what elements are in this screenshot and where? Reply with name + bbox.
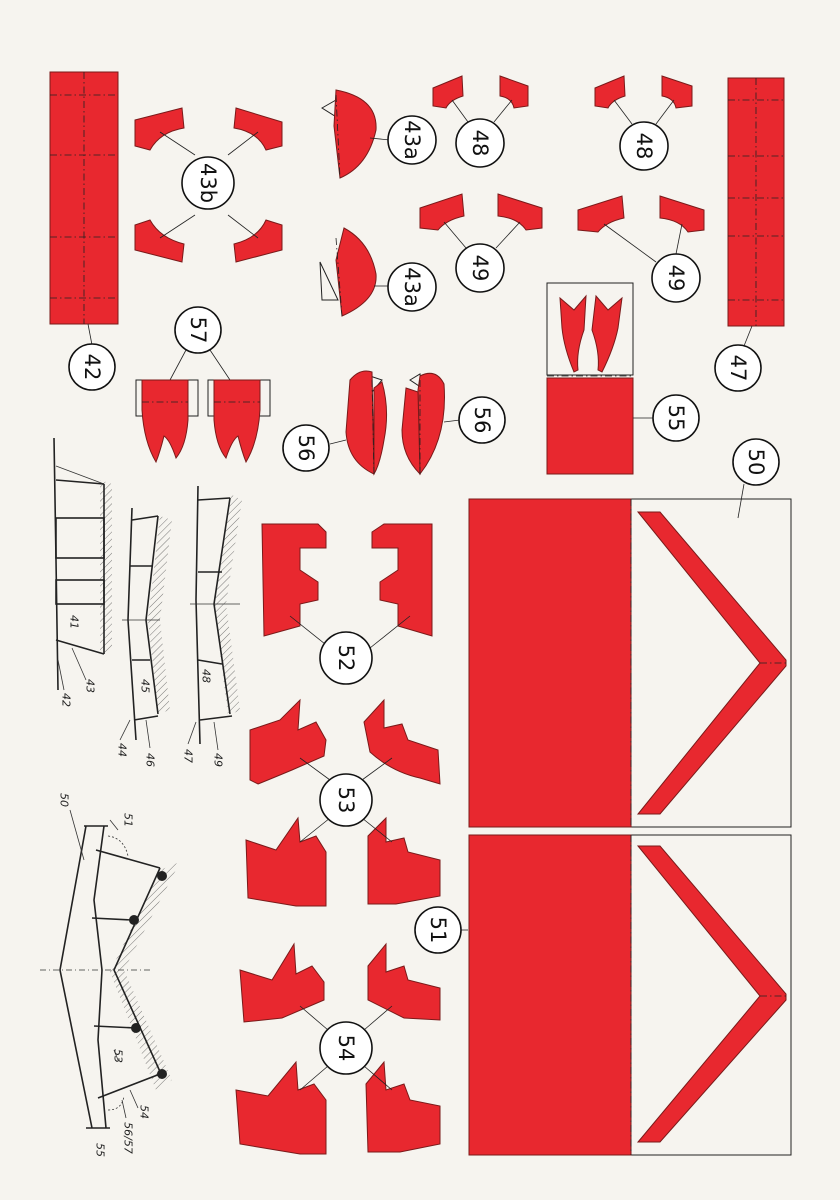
- callout-43a-top: 43a: [387, 115, 437, 165]
- diagram-label-53: 53: [112, 1049, 125, 1063]
- callout-53: 53: [319, 773, 373, 827]
- callout-57: 57: [174, 306, 222, 354]
- part-52-pieces: [261, 523, 433, 637]
- diagram-label-45: 45: [139, 679, 152, 693]
- callout-43a-bottom: 43a: [387, 262, 437, 312]
- part-48-left-pieces: [432, 75, 529, 109]
- callout-54: 54: [319, 1021, 373, 1075]
- svg-text:43a: 43a: [400, 267, 424, 307]
- svg-text:53: 53: [334, 787, 358, 814]
- part-49-left-pieces: [419, 193, 543, 231]
- svg-text:50: 50: [744, 449, 768, 476]
- callout-56-right: 56: [458, 396, 506, 444]
- part-54-pieces: [235, 942, 441, 1155]
- svg-text:48: 48: [632, 133, 656, 160]
- diagram-label-55: 55: [94, 1143, 107, 1157]
- part-42-strip: [49, 71, 119, 325]
- svg-text:55: 55: [664, 405, 688, 432]
- svg-text:47: 47: [726, 355, 750, 382]
- callout-55: 55: [652, 394, 700, 442]
- svg-text:52: 52: [334, 645, 358, 672]
- diagram-label-42: 42: [60, 693, 73, 707]
- diagram-label-46: 46: [144, 753, 157, 767]
- assembly-diagram-50-57: [40, 809, 180, 1129]
- svg-text:48: 48: [468, 130, 492, 157]
- diagram-label-51: 51: [122, 813, 135, 827]
- part-57-pieces: [135, 379, 271, 464]
- callout-49-right: 49: [651, 253, 701, 303]
- part-49-right-pieces: [577, 195, 705, 233]
- callout-51: 51: [414, 906, 462, 954]
- diagram-label-56-57: 56/57: [122, 1122, 135, 1154]
- callout-49-left: 49: [455, 243, 505, 293]
- svg-text:43b: 43b: [196, 163, 220, 203]
- diagram-label-41: 41: [68, 615, 81, 629]
- diagram-label-54: 54: [138, 1105, 151, 1119]
- assembly-diagram-41-49: [53, 437, 242, 751]
- part-43a-top: [321, 89, 377, 179]
- diagram-label-44: 44: [116, 743, 129, 757]
- svg-text:49: 49: [664, 265, 688, 292]
- part-51-panel: [468, 834, 792, 1156]
- callout-47: 47: [714, 344, 762, 392]
- callout-52: 52: [319, 631, 373, 685]
- part-50-panel: [468, 498, 792, 828]
- svg-text:51: 51: [426, 917, 450, 944]
- svg-text:56: 56: [294, 435, 318, 462]
- callout-42: 42: [68, 343, 116, 391]
- diagram-label-49: 49: [212, 753, 225, 767]
- part-43a-bottom: [319, 227, 377, 317]
- part-48-right-pieces: [594, 75, 693, 109]
- diagram-label-50: 50: [58, 793, 71, 807]
- callout-50: 50: [732, 438, 780, 486]
- part-55: [546, 282, 634, 475]
- svg-text:56: 56: [470, 407, 494, 434]
- diagram-label-43: 43: [84, 679, 97, 693]
- callout-56-left: 56: [282, 424, 330, 472]
- svg-text:57: 57: [186, 317, 210, 344]
- svg-text:49: 49: [468, 255, 492, 282]
- svg-text:42: 42: [80, 354, 104, 381]
- svg-text:54: 54: [334, 1035, 358, 1062]
- part-47-strip: [727, 77, 785, 327]
- part-56-pieces: [345, 370, 445, 476]
- callout-48-right: 48: [619, 121, 669, 171]
- diagram-label-48: 48: [200, 669, 213, 683]
- diagram-label-47: 47: [182, 749, 195, 763]
- callout-48-left: 48: [455, 118, 505, 168]
- svg-text:43a: 43a: [400, 120, 424, 160]
- callout-43b: 43b: [181, 156, 235, 210]
- part-43b-pieces: [134, 107, 283, 263]
